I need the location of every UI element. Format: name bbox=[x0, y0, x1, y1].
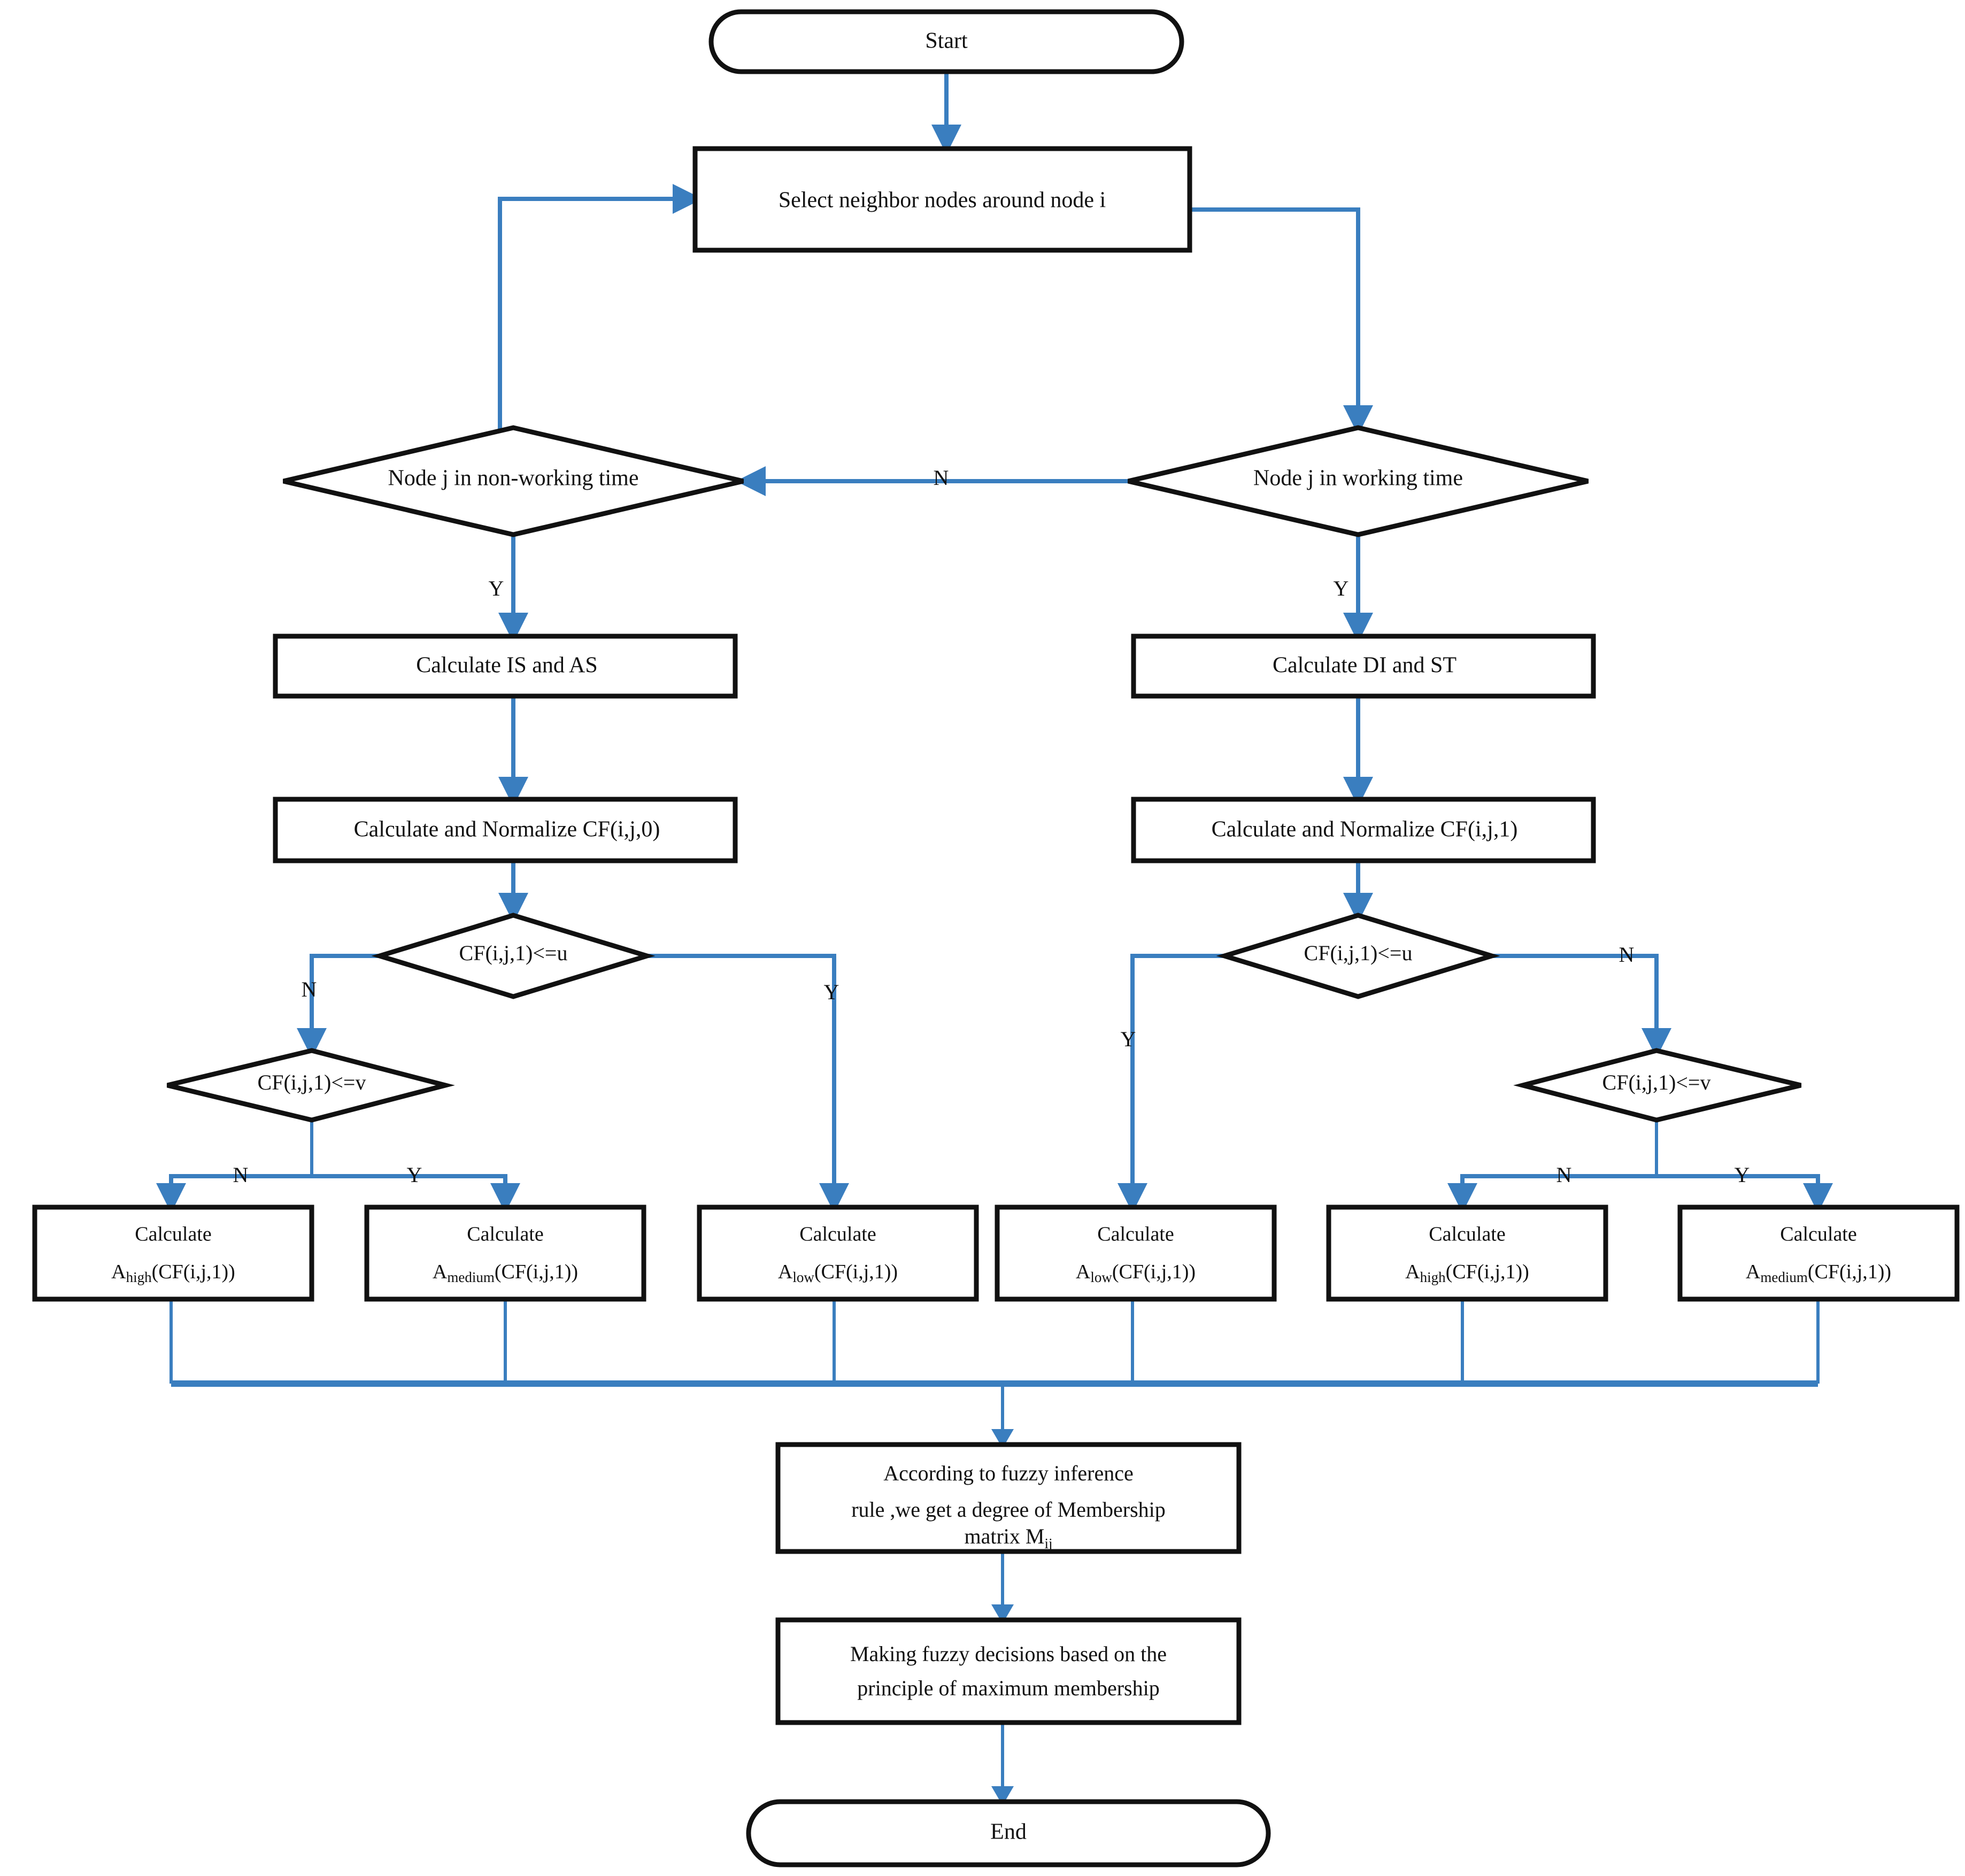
node-start-label: Start bbox=[925, 29, 968, 53]
edge-cmp-u-right-Y-to-calc-low-right bbox=[1118, 954, 1224, 1213]
node-calc-is-as[interactable]: Calculate IS and AS bbox=[273, 634, 738, 699]
edge-cmp-u-left-Y-to-calc-low-left bbox=[647, 954, 849, 1213]
node-calc-a-low-right[interactable]: Calculate Alow(CF(i,j,1)) bbox=[995, 1205, 1277, 1302]
edge-label-v-right-N: N bbox=[1556, 1163, 1572, 1187]
edge-label-v-right-Y: Y bbox=[1735, 1163, 1750, 1187]
node-calc-is-as-label: Calculate IS and AS bbox=[416, 653, 597, 678]
node-calc-a-high-right[interactable]: Calculate Ahigh(CF(i,j,1)) bbox=[1326, 1205, 1608, 1302]
node-fuzzy-inference[interactable]: According to fuzzy inference rule ,we ge… bbox=[775, 1442, 1242, 1554]
node-select-neighbors[interactable]: Select neighbor nodes around node i bbox=[692, 146, 1192, 253]
edge-label-u-right-Y: Y bbox=[1121, 1027, 1136, 1051]
node-calc-a-medium-left[interactable]: Calculate Amedium(CF(i,j,1)) bbox=[364, 1205, 646, 1302]
node-calc-a-high-right-expr: Ahigh(CF(i,j,1)) bbox=[1405, 1261, 1529, 1285]
node-calc-di-st-label: Calculate DI and ST bbox=[1273, 653, 1457, 678]
node-calc-a-low-right-line1: Calculate bbox=[1097, 1223, 1174, 1246]
edge-label-working-N: N bbox=[934, 466, 949, 490]
node-calc-a-high-right-line1: Calculate bbox=[1429, 1223, 1505, 1246]
node-j-nonworking-decision[interactable]: Node j in non-working time bbox=[282, 425, 744, 537]
node-calc-di-st[interactable]: Calculate DI and ST bbox=[1131, 634, 1596, 699]
edge-label-u-left-Y: Y bbox=[824, 980, 839, 1004]
node-calc-a-low-left-expr: Alow(CF(i,j,1)) bbox=[778, 1261, 898, 1285]
node-end-label: End bbox=[990, 1820, 1027, 1844]
node-normalize-cf1-label: Calculate and Normalize CF(i,j,1) bbox=[1212, 817, 1518, 842]
node-fuzzy-decision[interactable]: Making fuzzy decisions based on the prin… bbox=[775, 1617, 1242, 1725]
node-start[interactable]: Start bbox=[708, 9, 1184, 74]
node-calc-a-low-left[interactable]: Calculate Alow(CF(i,j,1)) bbox=[697, 1205, 979, 1302]
node-select-neighbors-label: Select neighbor nodes around node i bbox=[779, 188, 1106, 213]
node-cmp-u-left-label: CF(i,j,1)<=u bbox=[459, 941, 568, 965]
edge-cmp-v-right-N-to-calc-high-right bbox=[1447, 1174, 1656, 1213]
edge-label-v-left-Y: Y bbox=[407, 1163, 422, 1187]
node-calc-a-low-left-line1: Calculate bbox=[799, 1223, 876, 1246]
node-fuzzy-inference-line1: According to fuzzy inference bbox=[883, 1461, 1134, 1485]
edge-label-u-right-N: N bbox=[1619, 943, 1635, 967]
node-j-working-decision[interactable]: Node j in working time bbox=[1127, 425, 1589, 537]
node-calc-a-medium-right-line1: Calculate bbox=[1780, 1223, 1856, 1246]
node-cmp-v-left[interactable]: CF(i,j,1)<=v bbox=[166, 1048, 455, 1123]
node-calc-a-high-left-line1: Calculate bbox=[135, 1223, 211, 1246]
node-cmp-u-right[interactable]: CF(i,j,1)<=u bbox=[1216, 913, 1500, 999]
node-calc-a-high-left[interactable]: Calculate Ahigh(CF(i,j,1)) bbox=[32, 1205, 314, 1302]
node-j-nonworking-label: Node j in non-working time bbox=[388, 466, 639, 491]
node-calc-a-medium-right-expr: Amedium(CF(i,j,1)) bbox=[1746, 1261, 1891, 1285]
node-calc-a-medium-left-line1: Calculate bbox=[467, 1223, 543, 1246]
node-fuzzy-decision-line2: principle of maximum membership bbox=[857, 1676, 1159, 1700]
edge-label-working-Y: Y bbox=[1334, 576, 1349, 600]
edge-cmp-v-right-Y-to-calc-medium-right bbox=[1656, 1174, 1833, 1213]
node-calc-a-low-right-expr: Alow(CF(i,j,1)) bbox=[1076, 1261, 1196, 1285]
node-fuzzy-inference-line2: rule ,we get a degree of Membership bbox=[851, 1497, 1166, 1522]
edge-cmp-u-left-N-to-cmp-v-left bbox=[297, 954, 380, 1058]
edge-cmp-v-left-Y-to-calc-medium-left bbox=[312, 1174, 520, 1213]
node-fuzzy-inference-line3: matrix Mij bbox=[965, 1524, 1053, 1551]
edge-cmp-v-left-N-to-calc-high-left bbox=[156, 1174, 312, 1213]
edge-label-u-left-N: N bbox=[302, 977, 317, 1001]
node-cmp-u-left[interactable]: CF(i,j,1)<=u bbox=[371, 913, 656, 999]
node-fuzzy-decision-line1: Making fuzzy decisions based on the bbox=[850, 1642, 1167, 1666]
edge-cmp-u-right-N-to-cmp-v-right bbox=[1492, 954, 1671, 1058]
node-calc-a-medium-left-expr: Amedium(CF(i,j,1)) bbox=[433, 1261, 578, 1285]
node-cmp-v-right-label: CF(i,j,1)<=v bbox=[1602, 1070, 1711, 1094]
node-normalize-cf0[interactable]: Calculate and Normalize CF(i,j,0) bbox=[273, 797, 738, 863]
node-normalize-cf1[interactable]: Calculate and Normalize CF(i,j,1) bbox=[1131, 797, 1596, 863]
node-end[interactable]: End bbox=[746, 1799, 1271, 1867]
edge-label-v-left-N: N bbox=[233, 1163, 249, 1187]
node-calc-a-medium-right[interactable]: Calculate Amedium(CF(i,j,1)) bbox=[1677, 1205, 1960, 1302]
node-calc-a-high-left-expr: Ahigh(CF(i,j,1)) bbox=[111, 1261, 235, 1285]
node-cmp-u-right-label: CF(i,j,1)<=u bbox=[1304, 941, 1413, 965]
edge-select-to-working bbox=[1190, 207, 1373, 435]
node-cmp-v-right[interactable]: CF(i,j,1)<=v bbox=[1513, 1048, 1802, 1123]
node-normalize-cf0-label: Calculate and Normalize CF(i,j,0) bbox=[354, 817, 660, 842]
edge-label-nonworking-Y: Y bbox=[489, 576, 504, 600]
node-cmp-v-left-label: CF(i,j,1)<=v bbox=[258, 1070, 366, 1094]
node-j-working-label: Node j in working time bbox=[1253, 466, 1463, 491]
edge-feedback-to-select bbox=[498, 184, 703, 462]
